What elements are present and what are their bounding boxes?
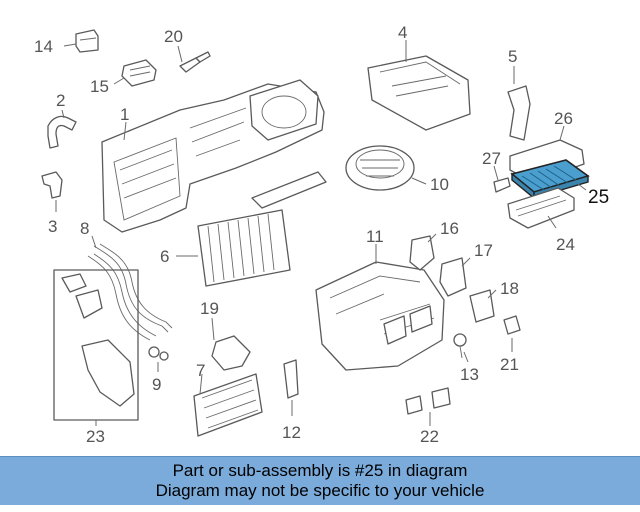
- label-20[interactable]: 20: [164, 27, 183, 46]
- part-6-evaporator: [176, 171, 327, 287]
- info-banner: Part or sub-assembly is #25 in diagram D…: [0, 456, 640, 505]
- label-23[interactable]: 23: [86, 427, 105, 446]
- label-18[interactable]: 18: [500, 279, 519, 298]
- label-27[interactable]: 27: [482, 149, 501, 168]
- banner-line-part: Part or sub-assembly is #25 in diagram: [172, 461, 468, 480]
- label-10[interactable]: 10: [430, 175, 449, 194]
- label-11[interactable]: 11: [366, 227, 384, 246]
- label-6[interactable]: 6: [160, 247, 169, 266]
- part-22-harness: [405, 387, 451, 426]
- label-22[interactable]: 22: [420, 427, 439, 446]
- part-21-sensor: [503, 315, 521, 352]
- banner-line-disclaimer: Diagram may not be specific to your vehi…: [155, 481, 485, 500]
- label-2[interactable]: 2: [56, 91, 65, 110]
- label-1[interactable]: 1: [120, 105, 129, 124]
- parts-diagram: 14 20 15 2 3 1 8: [34, 23, 609, 446]
- label-3[interactable]: 3: [48, 217, 57, 236]
- label-9[interactable]: 9: [152, 375, 161, 394]
- label-21[interactable]: 21: [500, 355, 519, 374]
- part-15-sensor: [113, 59, 157, 87]
- label-15[interactable]: 15: [90, 77, 109, 96]
- part-5-bracket: [507, 66, 531, 141]
- part-18-actuator: [469, 289, 497, 323]
- part-12-bracket: [283, 359, 299, 416]
- part-2-drain-hose: [47, 109, 77, 149]
- label-24[interactable]: 24: [556, 235, 575, 254]
- label-5[interactable]: 5: [508, 47, 517, 66]
- label-13[interactable]: 13: [460, 365, 479, 384]
- label-26[interactable]: 26: [554, 109, 573, 128]
- part-4-blower-housing: [367, 40, 471, 131]
- label-19[interactable]: 19: [200, 299, 219, 318]
- label-7[interactable]: 7: [196, 361, 205, 380]
- label-17[interactable]: 17: [474, 241, 493, 260]
- part-17-actuator: [439, 257, 471, 297]
- part-23-assembly-bracket: [53, 269, 139, 426]
- part-9-clips: [148, 346, 169, 372]
- part-20-bracket: [177, 45, 211, 73]
- part-19-actuator: [211, 317, 251, 371]
- label-14[interactable]: 14: [34, 37, 53, 56]
- part-10-blower: [345, 145, 427, 191]
- part-3-elbow: [41, 171, 63, 212]
- part-14-clip: [63, 29, 99, 53]
- part-11-lower-case: [315, 244, 445, 371]
- label-16[interactable]: 16: [440, 219, 459, 238]
- label-25[interactable]: 25: [588, 187, 609, 208]
- part-16-actuator: [409, 233, 437, 271]
- part-24-filter-housing: [507, 187, 575, 229]
- part-13-sensor: [453, 333, 469, 363]
- label-4[interactable]: 4: [398, 23, 407, 42]
- part-1-housing: [101, 79, 325, 233]
- part-8-pipes: [87, 235, 173, 341]
- label-8[interactable]: 8: [80, 219, 89, 238]
- label-12[interactable]: 12: [282, 423, 301, 442]
- part-7-heater-core: [193, 373, 263, 437]
- part-27-clip: [493, 165, 511, 193]
